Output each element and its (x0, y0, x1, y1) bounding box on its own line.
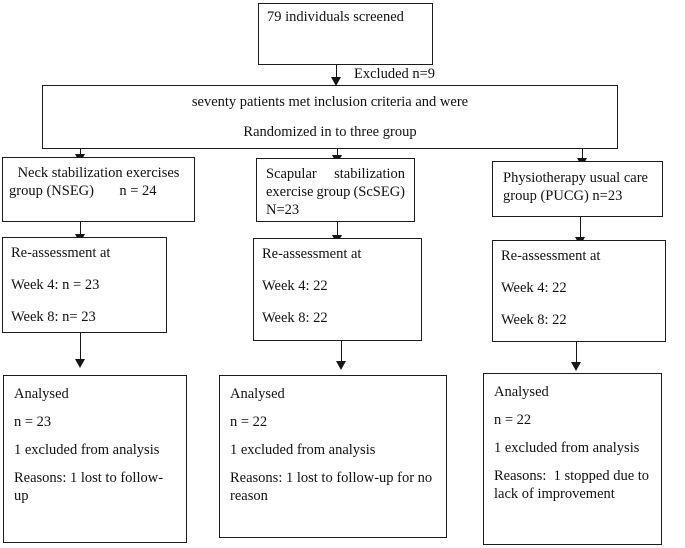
analysed-pucg-title: Analysed (494, 384, 549, 400)
group-pucg-box: Physiotherapy usual care group (PUCG) n=… (492, 161, 663, 217)
analysed-scseg-n: n = 22 (230, 414, 268, 430)
analysed-pucg-reasons-line1: Reasons: 1 stopped due to (494, 468, 650, 484)
screened-box: 79 individuals screened (258, 3, 433, 65)
group-nseg-box: Neck stabilization exercises group (NSEG… (2, 157, 195, 222)
analysed-nseg-reasons-line1: Reasons: 1 lost to follow- (14, 470, 164, 486)
analysed-pucg-reasons-line2: lack of improvement (494, 486, 615, 502)
analysed-nseg-box: Analysed n = 23 1 excluded from analysis… (3, 375, 187, 543)
analysed-scseg-reasons-line2: reason (230, 488, 268, 504)
group-scseg-line3: N=23 (266, 202, 300, 218)
analysed-nseg-n: n = 23 (14, 414, 52, 430)
analysed-scseg-box: Analysed n = 22 1 excluded from analysis… (219, 375, 447, 538)
analysed-nseg-reasons-line2: up (14, 488, 29, 504)
analysed-nseg-title: Analysed (14, 386, 69, 402)
excluded-label: Excluded n=9 (354, 66, 436, 82)
screened-text: 79 individuals screened (267, 9, 404, 25)
reassessment-nseg-week4: Week 4: n = 23 (11, 277, 100, 293)
reassessment-scseg-box: Re-assessment at Week 4: 22 Week 8: 22 (253, 238, 422, 341)
arrow-reassessment-to-analysed-pucg-icon (571, 342, 582, 371)
group-nseg-line2: group (NSEG) n = 24 (9, 183, 157, 199)
analysed-pucg-excluded: 1 excluded from analysis (494, 440, 640, 456)
randomized-line2: Randomized in to three group (243, 124, 417, 140)
group-scseg-line2: exercise group (ScSEG) (266, 184, 405, 200)
group-scseg-line1: Scapular stabilization (266, 166, 405, 182)
reassessment-scseg-week8: Week 8: 22 (262, 310, 328, 326)
reassessment-scseg-title: Re-assessment at (262, 246, 362, 262)
analysed-scseg-excluded: 1 excluded from analysis (230, 442, 376, 458)
analysed-scseg-title: Analysed (230, 386, 285, 402)
randomized-line1: seventy patients met inclusion criteria … (191, 94, 469, 110)
analysed-pucg-n: n = 22 (494, 412, 532, 428)
reassessment-nseg-week8: Week 8: n= 23 (11, 309, 96, 325)
group-scseg-box: Scapular stabilization exercise group (S… (256, 158, 415, 222)
reassessment-nseg-box: Re-assessment at Week 4: n = 23 Week 8: … (2, 237, 167, 333)
reassessment-scseg-week4: Week 4: 22 (262, 278, 328, 294)
reassessment-nseg-title: Re-assessment at (11, 245, 111, 261)
reassessment-pucg-week4: Week 4: 22 (501, 280, 567, 296)
analysed-nseg-excluded: 1 excluded from analysis (14, 442, 160, 458)
reassessment-pucg-title: Re-assessment at (501, 248, 601, 264)
arrow-reassessment-to-analysed-nseg-icon (75, 333, 86, 368)
group-pucg-line1: Physiotherapy usual care (503, 170, 648, 186)
arrow-screened-to-randomized-icon (331, 65, 342, 86)
randomized-box: seventy patients met inclusion criteria … (42, 85, 618, 149)
arrow-reassessment-to-analysed-scseg-icon (336, 341, 347, 370)
group-nseg-line1: Neck stabilization exercises (17, 165, 180, 181)
group-pucg-line2: group (PUCG) n=23 (503, 188, 623, 204)
reassessment-pucg-box: Re-assessment at Week 4: 22 Week 8: 22 (492, 240, 666, 342)
reassessment-pucg-week8: Week 8: 22 (501, 312, 567, 328)
analysed-pucg-box: Analysed n = 22 1 excluded from analysis… (483, 373, 662, 545)
analysed-scseg-reasons-line1: Reasons: 1 lost to follow-up for no (230, 470, 433, 486)
